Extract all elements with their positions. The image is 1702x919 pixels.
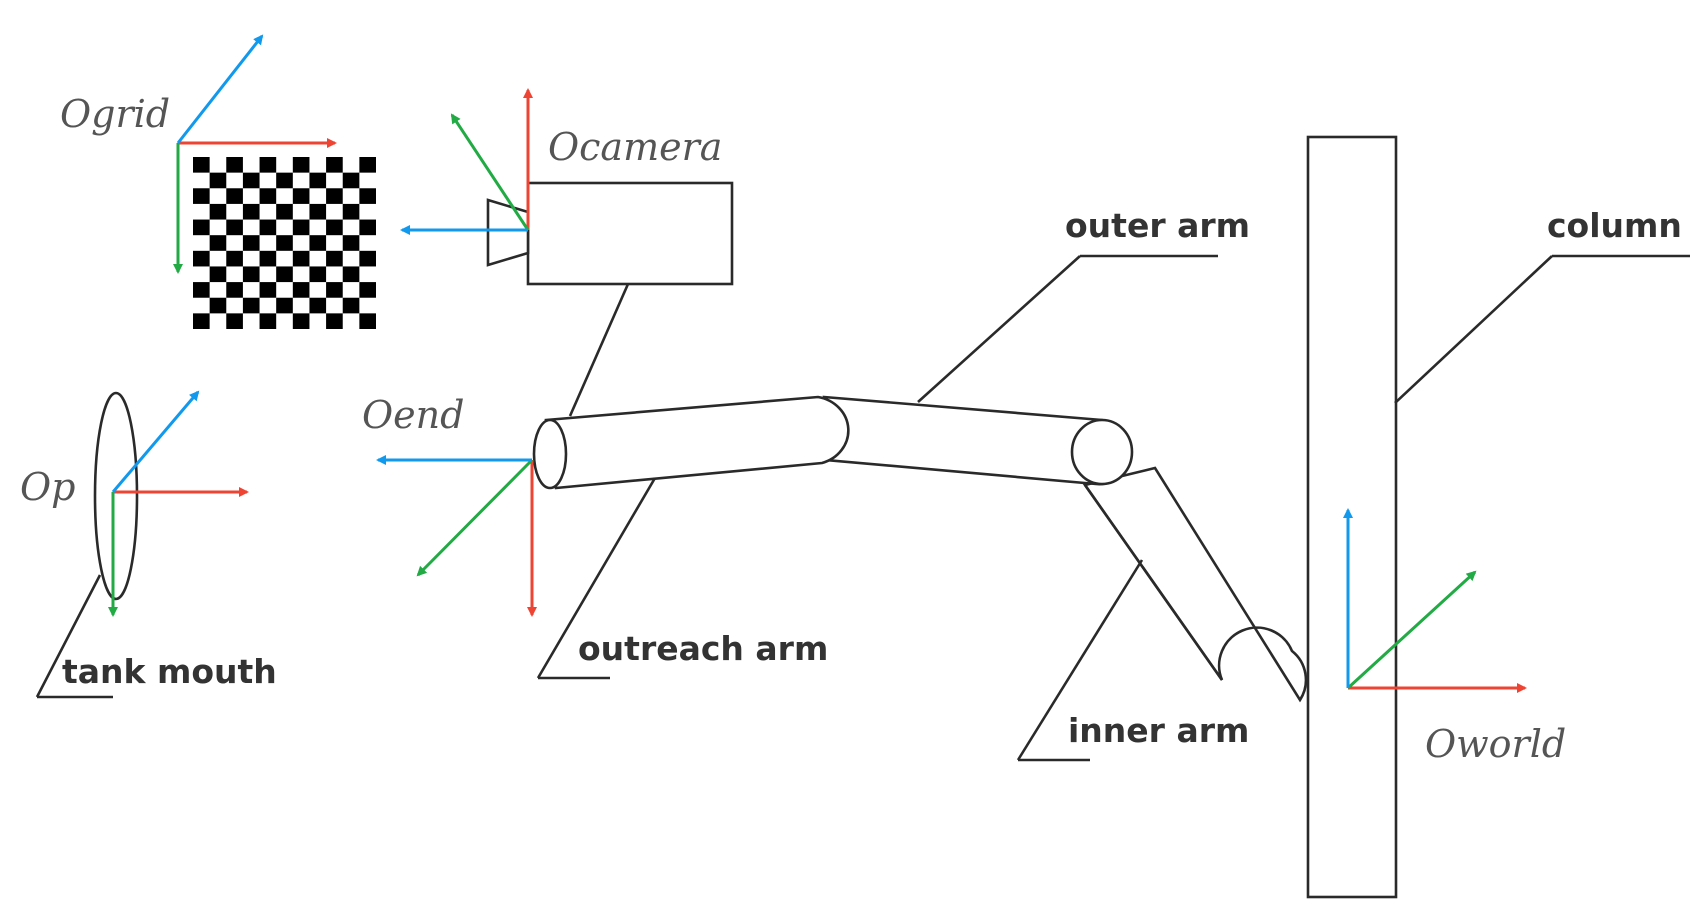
world-frame-label: Oworld <box>1425 722 1566 766</box>
checker-square <box>226 188 243 204</box>
end-frame-label: Oend <box>362 393 464 437</box>
world-frame-axes <box>1343 508 1527 693</box>
checker-square <box>259 250 277 267</box>
tank-mouth-label: tank mouth <box>62 652 277 691</box>
checker-square <box>276 266 293 283</box>
checker-square <box>193 250 210 267</box>
checker-square <box>359 282 376 298</box>
inner-arm-leader <box>1016 559 1144 762</box>
p-frame-label: Op <box>20 465 75 509</box>
checker-square <box>209 203 227 220</box>
checker-square <box>276 203 293 220</box>
world-y-axis <box>1346 570 1477 690</box>
checker-square <box>326 250 343 267</box>
inner-arm-label: inner arm <box>1068 711 1249 750</box>
checker-square <box>292 157 310 173</box>
checker-square <box>242 235 260 251</box>
checker-square <box>193 313 210 329</box>
camera-lens <box>486 198 530 267</box>
checker-square <box>359 313 376 329</box>
checker-square <box>292 250 310 267</box>
checker-square <box>309 172 327 189</box>
checker-square <box>242 172 260 189</box>
camera <box>486 181 734 417</box>
checker-square <box>193 282 210 298</box>
checker-square <box>326 313 343 329</box>
checker-square <box>342 172 360 189</box>
checker-square <box>259 219 277 236</box>
outer-arm-label: outer arm <box>1065 206 1250 245</box>
checker-square <box>292 282 310 298</box>
checker-square <box>242 203 260 220</box>
tank-mouth-leader <box>35 574 113 699</box>
checker-square <box>226 313 243 329</box>
checker-square <box>309 235 327 251</box>
checker-square <box>276 172 293 189</box>
end-frame-axes <box>376 455 537 617</box>
checker-square <box>276 235 293 251</box>
checker-square <box>359 219 376 236</box>
checker-square <box>359 250 376 267</box>
checker-square <box>226 157 243 173</box>
checker-square <box>342 297 360 314</box>
checker-square <box>193 157 210 173</box>
checker-square <box>326 188 343 204</box>
camera-body <box>526 181 734 286</box>
p-z-axis <box>111 390 200 493</box>
checker-square <box>309 203 327 220</box>
checker-square <box>309 297 327 314</box>
outer-arm-leader <box>917 254 1218 403</box>
p-frame-axes <box>108 390 249 617</box>
checker-square <box>359 157 376 173</box>
camera-frame-label: Ocamera <box>548 125 722 169</box>
checker-square <box>226 282 243 298</box>
checker-square <box>292 313 310 329</box>
grid-frame-axes <box>173 34 337 274</box>
checker-square <box>359 188 376 204</box>
checker-square <box>242 297 260 314</box>
checkerboard-grid <box>193 157 376 329</box>
checker-square <box>292 188 310 204</box>
camera-frame-axes <box>400 88 533 235</box>
checker-square <box>309 266 327 283</box>
tank-mouth-ring <box>93 391 139 601</box>
outer-arm <box>822 395 1134 486</box>
checker-square <box>259 157 277 173</box>
checker-square <box>242 266 260 283</box>
checker-square <box>259 188 277 204</box>
checker-square <box>209 266 227 283</box>
grid-frame-label: Ogrid <box>60 92 170 136</box>
checker-square <box>259 282 277 298</box>
checker-square <box>342 235 360 251</box>
column <box>1306 135 1398 899</box>
column-leader <box>1394 254 1690 404</box>
column-label: column <box>1547 206 1682 245</box>
checker-square <box>276 297 293 314</box>
checker-square <box>193 188 210 204</box>
outreach-arm-end-cap <box>532 418 568 490</box>
inner-arm <box>1082 466 1308 703</box>
checker-square <box>326 282 343 298</box>
checker-square <box>259 313 277 329</box>
checker-square <box>226 219 243 236</box>
checker-square <box>342 266 360 283</box>
checker-square <box>193 219 210 236</box>
checker-square <box>209 297 227 314</box>
checker-square <box>326 219 343 236</box>
checker-square <box>209 172 227 189</box>
outreach-arm-label: outreach arm <box>578 629 828 668</box>
checker-square <box>226 250 243 267</box>
end-y-axis <box>416 458 534 577</box>
checker-square <box>292 219 310 236</box>
camera-y-axis <box>450 113 530 231</box>
camera-mount <box>568 283 630 417</box>
checker-square <box>326 157 343 173</box>
checker-square <box>342 203 360 220</box>
outreach-arm <box>532 395 850 490</box>
grid-z-axis <box>176 34 264 144</box>
outreach-arm-leader <box>536 477 657 680</box>
checker-square <box>209 235 227 251</box>
